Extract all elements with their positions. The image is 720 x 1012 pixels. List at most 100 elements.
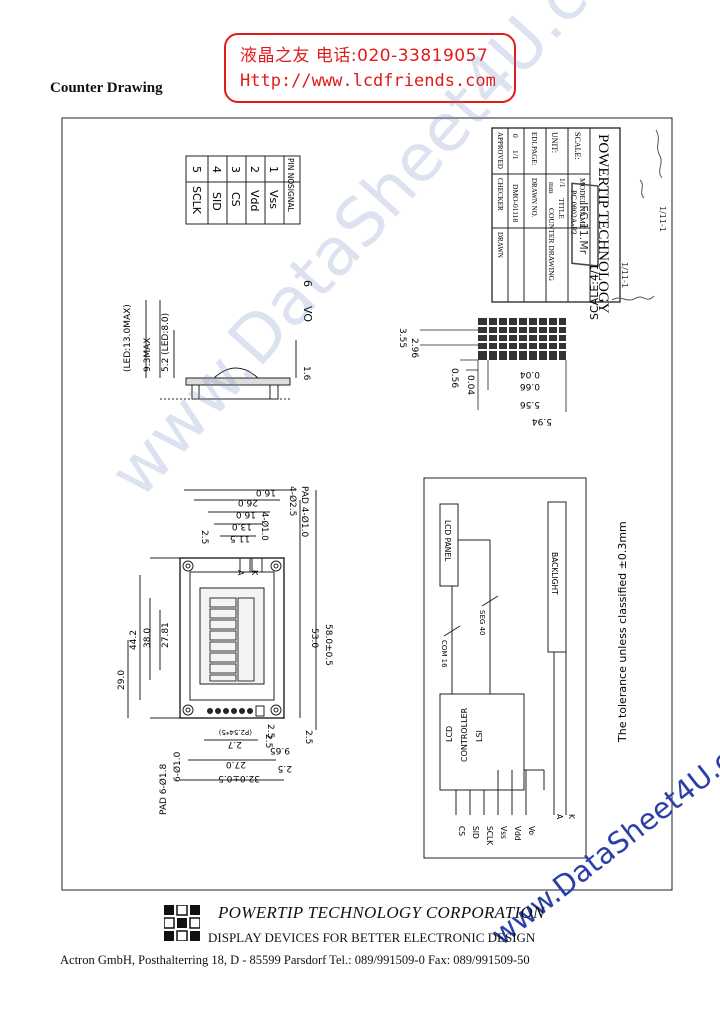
block-pin-vss: Vss bbox=[499, 826, 508, 839]
footer-slogan: DISPLAY DEVICES FOR BETTER ELECTRONIC DE… bbox=[208, 930, 536, 945]
side-dim-led-max: (LED:13.0MAX) bbox=[123, 304, 133, 372]
pin-table: PIN NO. SIGNAL 1 Vss 2 Vdd 3 CS 4 SID 5 … bbox=[185, 155, 301, 225]
front-dim-2-5-right: 2.5 bbox=[303, 730, 313, 744]
tolerance-note: The tolerance unless classified ±0.3mm bbox=[616, 521, 629, 743]
side-dim-5-2: 5.2 (LED:8.0) bbox=[161, 313, 171, 372]
front-dim-53-0: 53.0 bbox=[309, 628, 319, 648]
block-seg-bus: SEG 40 bbox=[478, 610, 486, 635]
front-dim-16-0-top: 16.0 bbox=[256, 487, 276, 497]
tb-company: POWERTIP TECHNOLOGY bbox=[595, 134, 611, 314]
powertip-logo-icon bbox=[164, 905, 200, 941]
block-pin-k: K bbox=[567, 814, 576, 820]
pin-row-1-no: 1 bbox=[267, 166, 280, 173]
pin-header-signal: SIGNAL bbox=[286, 184, 295, 213]
block-com-bus: COM 16 bbox=[440, 640, 448, 668]
sheet-border bbox=[61, 117, 673, 891]
tb-drawn-value: DMO-01118 bbox=[511, 184, 520, 222]
block-controller-name: CONTROLLER bbox=[460, 707, 469, 762]
tb-page-value: 1/1 bbox=[511, 150, 520, 160]
front-dim-16-0: 16.0 bbox=[236, 509, 256, 519]
tb-drawn-by-label: DRAWN bbox=[496, 232, 504, 258]
block-controller-lsi: LSI bbox=[475, 730, 484, 742]
front-dim-2-5-b2: 2.5 bbox=[263, 734, 273, 748]
dot-dim-0-56: 0.56 bbox=[449, 368, 459, 388]
signature-marks bbox=[611, 129, 663, 301]
front-dim-13-0: 13.0 bbox=[232, 521, 252, 531]
block-pin-sclk: SCLK bbox=[485, 826, 494, 846]
dot-dim-3-55: 3.55 bbox=[397, 328, 407, 348]
pin-header-no: PIN NO. bbox=[286, 158, 295, 186]
block-pin-a: A bbox=[555, 814, 564, 820]
footer-address: Actron GmbH, Posthalterring 18, D - 8559… bbox=[60, 953, 530, 967]
dot-dim-0-66: 0.66 bbox=[520, 381, 540, 391]
block-pin-vdd: Vdd bbox=[513, 826, 522, 841]
tb-unit-label: UNIT: bbox=[550, 132, 559, 153]
block-diagram bbox=[423, 477, 587, 859]
tb-approved-label: APPROVED bbox=[496, 132, 504, 169]
tb-unit-value: mm bbox=[547, 182, 556, 194]
tb-title-label: TITLE bbox=[557, 198, 566, 219]
front-dim-2-5-bottom: 2.5 bbox=[278, 763, 292, 773]
tb-model-label: MODEL NAME bbox=[578, 178, 587, 229]
tb-edi-label: EDI. bbox=[530, 132, 538, 146]
front-dim-pad-4: PAD 4-Ø1.0 bbox=[299, 486, 310, 537]
dot-dim-5-94: 5.94 bbox=[532, 416, 552, 426]
side-dim-9-3: 9.3MAX bbox=[143, 338, 153, 372]
tb-model-value: PC 0802A-P3 bbox=[569, 190, 578, 235]
front-dim-44-2: 44.2 bbox=[129, 630, 139, 650]
front-dim-2-5-top: 2.5 bbox=[199, 530, 209, 544]
stamp-url-line: Http://www.lcdfriends.com bbox=[240, 71, 496, 91]
pin-row-1-signal: Vss bbox=[267, 190, 280, 209]
front-dim-pitch: (P2.54*5) bbox=[219, 728, 252, 736]
pin-row-3-signal: CS bbox=[229, 192, 242, 207]
block-backlight: BACKLIGHT bbox=[550, 552, 559, 595]
handwriting-1: 1/11-1 bbox=[658, 206, 667, 232]
side-dim-1-6: 1.6 bbox=[301, 366, 311, 381]
dot-dim-0-04b: 0.04 bbox=[520, 369, 540, 379]
approval-stamp-text: IFC 11.Mr bbox=[577, 202, 590, 255]
dot-dim-0-04: 0.04 bbox=[465, 375, 475, 395]
front-view bbox=[127, 489, 317, 781]
pin-row-3-no: 3 bbox=[229, 166, 242, 173]
footer-company-name: POWERTIP TECHNOLOGY CORPORATION bbox=[218, 903, 545, 922]
tb-drawn-label: DRAWN NO. bbox=[530, 178, 538, 218]
pin-table-row-6: 6 VO bbox=[301, 280, 314, 322]
block-pin-sid: SID bbox=[471, 826, 480, 839]
front-label-a: A bbox=[236, 570, 245, 576]
side-view bbox=[145, 300, 297, 400]
contact-stamp: 液晶之友 电话:020-33819057 Http://www.lcdfrien… bbox=[224, 33, 516, 103]
front-dim-58-0: 58.0±0.5 bbox=[323, 624, 333, 666]
tb-scale-label: SCALE: bbox=[573, 132, 582, 160]
front-dim-2-5-r2: 2.5 bbox=[265, 724, 275, 738]
block-pin-cs: CS bbox=[457, 826, 466, 836]
tb-checker-label: CHECKER bbox=[496, 178, 504, 211]
pin-row-5-no: 5 bbox=[190, 166, 203, 173]
front-dim-2-7: 2.7 bbox=[228, 739, 242, 749]
front-dim-4-d2-5: 4-Ø2.5 bbox=[287, 486, 298, 516]
page-heading: Counter Drawing bbox=[50, 80, 163, 96]
front-dim-29-0: 29.0 bbox=[117, 670, 127, 690]
pin-row-5-signal: SCLK bbox=[190, 186, 203, 215]
block-controller-lcd: LCD bbox=[445, 726, 454, 742]
pin-row-4-no: 4 bbox=[210, 166, 223, 173]
handwriting-2: 1/11-1 bbox=[620, 262, 629, 288]
dot-matrix-detail bbox=[420, 318, 567, 412]
front-dim-4-d1-0: 4-Ø1.0 bbox=[259, 512, 270, 541]
pin-row-6-no: 6 bbox=[301, 280, 314, 287]
front-dim-9-65: 9.65 bbox=[270, 745, 290, 755]
approval-stamp: IFC 11.Mr bbox=[571, 182, 599, 267]
scale-note: SCALE:4/1 bbox=[588, 263, 601, 320]
tb-title-value: COUNTER DRAWING bbox=[547, 208, 556, 282]
pin-row-6-signal: VO bbox=[301, 306, 314, 322]
dot-dim-2-96: 2.96 bbox=[409, 338, 419, 358]
tb-edi-value: 0 bbox=[511, 134, 520, 138]
title-block: POWERTIP TECHNOLOGY MODEL NAME PC 0802A-… bbox=[491, 127, 621, 314]
front-dim-26-0: 26.0 bbox=[238, 497, 258, 507]
pin-row-4-signal: SID bbox=[210, 192, 223, 211]
pin-row-2-no: 2 bbox=[248, 166, 261, 173]
front-dim-38-0: 38.0 bbox=[143, 628, 153, 648]
tb-page-label: PAGE: bbox=[530, 146, 538, 166]
dot-dim-5-56: 5.56 bbox=[520, 399, 540, 409]
front-dim-11-5: 11.5 bbox=[230, 533, 250, 543]
